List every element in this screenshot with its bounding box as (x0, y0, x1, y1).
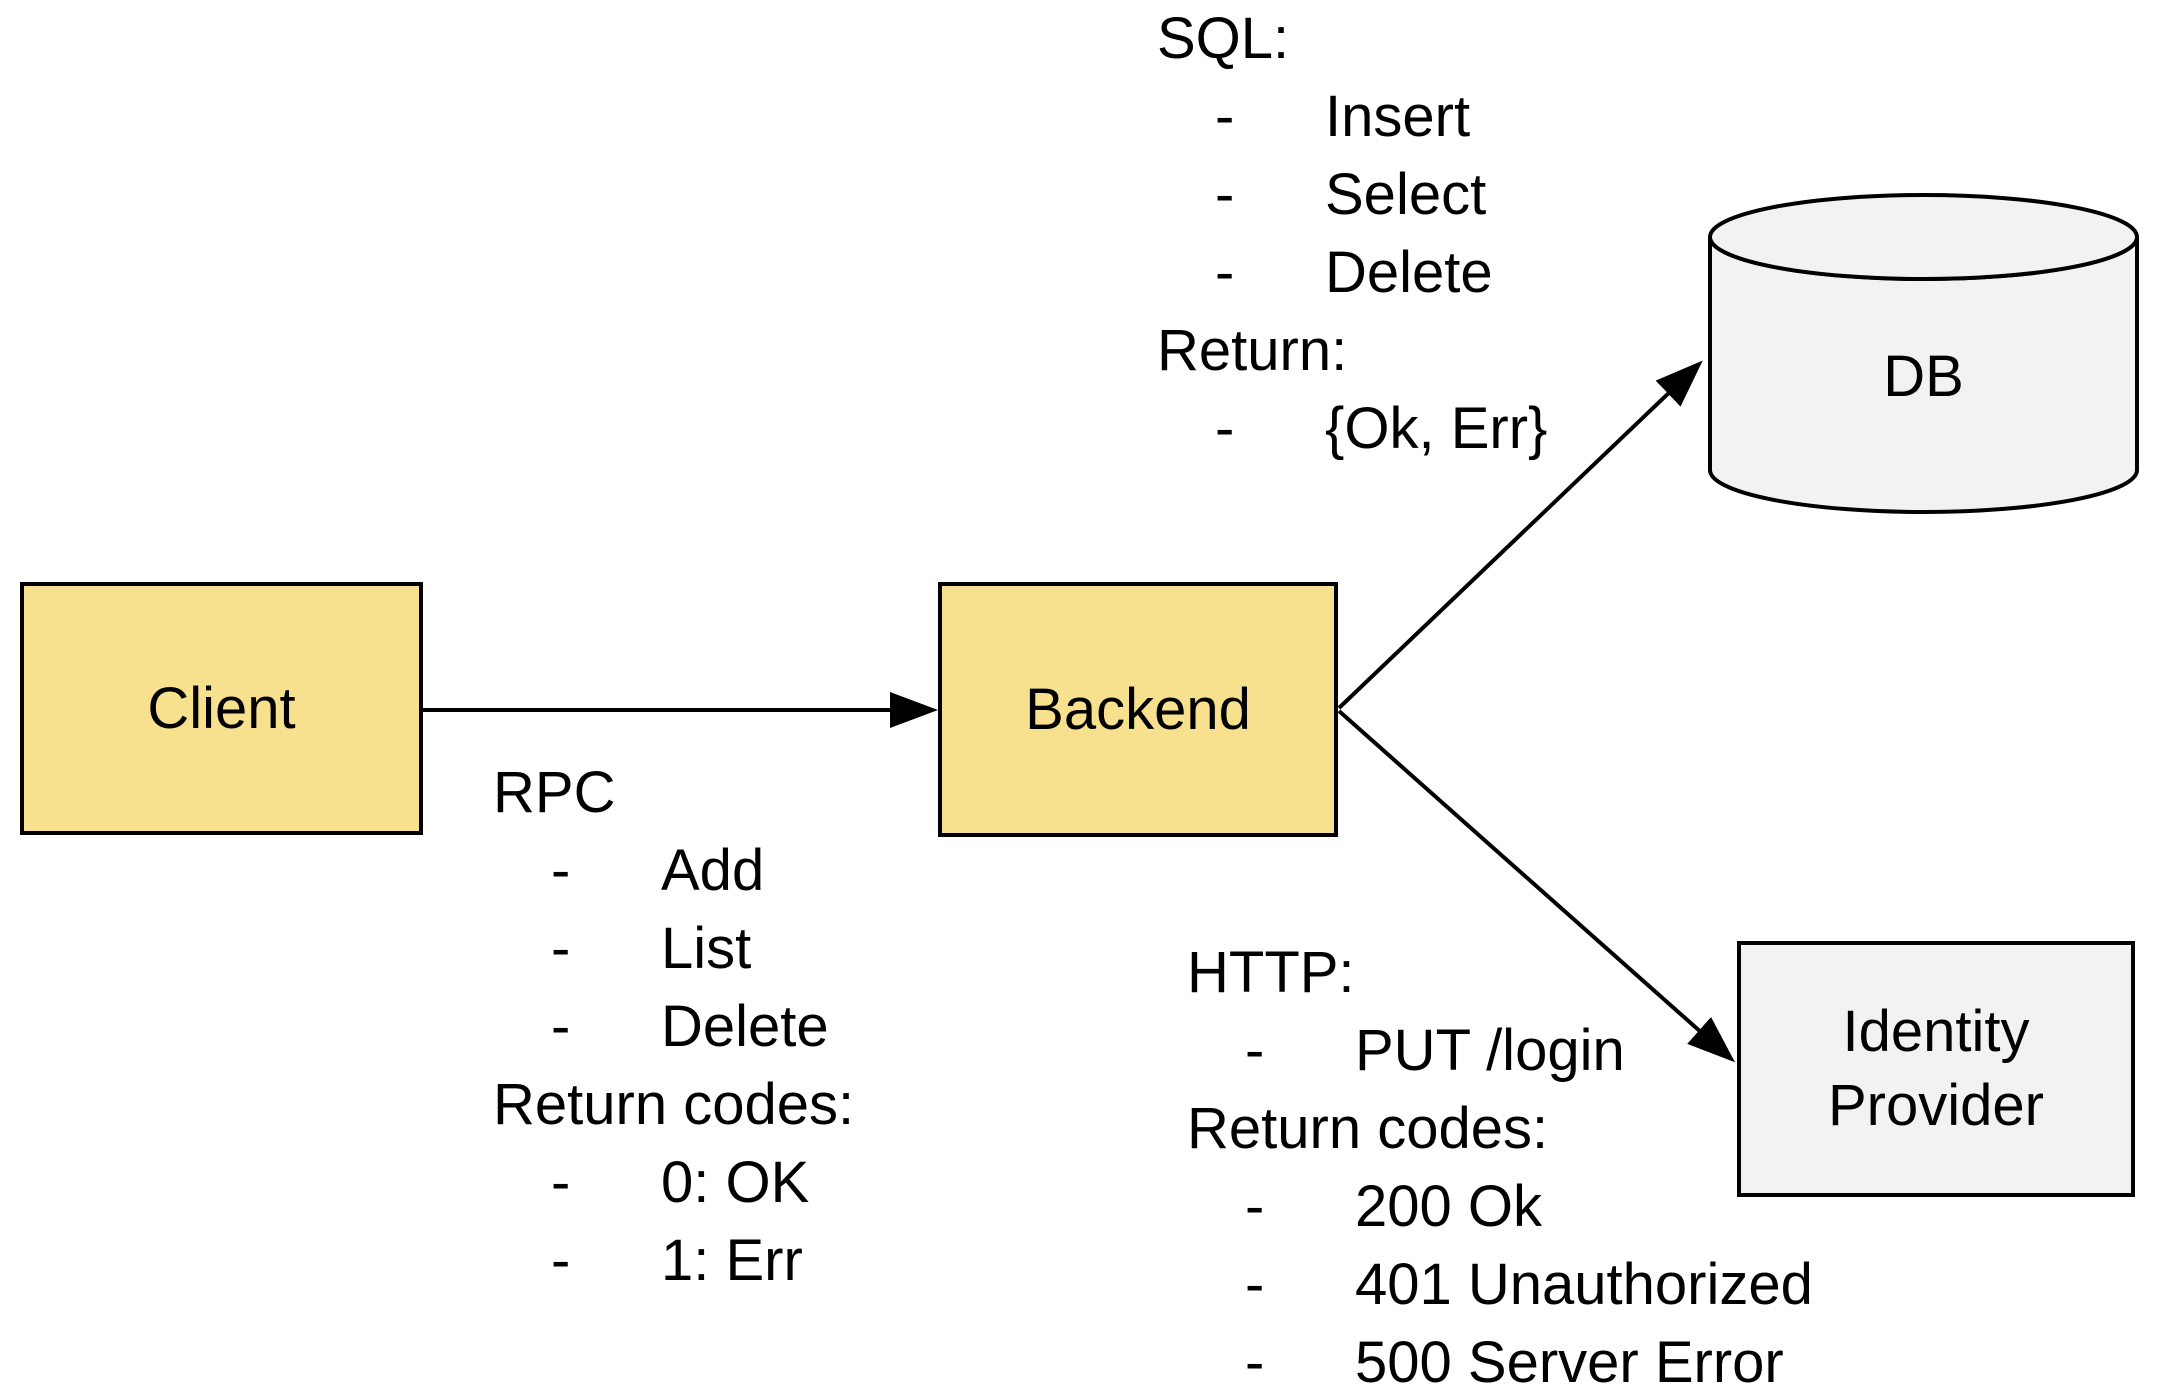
rpc-title: RPC (493, 760, 616, 825)
http-title: HTTP: (1187, 940, 1355, 1005)
http-return-item: - 401 Unauthorized (1187, 1246, 1813, 1324)
db-node-label: DB (1883, 343, 1964, 409)
db-node-label-container: DB (1710, 240, 2137, 512)
bullet-dash: - (1245, 1018, 1265, 1083)
sql-item-text: Delete (1325, 240, 1493, 305)
bullet-dash: - (1245, 1252, 1265, 1317)
rpc-item-text: Add (661, 838, 765, 903)
rpc-return-item: - 1: Err (493, 1222, 854, 1300)
identity-provider-node: Identity Provider (1737, 941, 2135, 1197)
rpc-return-item-text: 1: Err (661, 1228, 803, 1293)
db-cylinder-top (1708, 193, 2139, 281)
db-cylinder (1708, 193, 2139, 514)
sql-item: - Insert (1157, 78, 1547, 156)
http-return-item-text: 200 Ok (1355, 1174, 1542, 1239)
bullet-dash: - (1215, 162, 1235, 227)
client-node: Client (20, 582, 423, 835)
sql-return-title: Return: (1157, 318, 1348, 383)
rpc-item: - Add (493, 832, 854, 910)
arrow-backend-to-db (1337, 360, 1703, 710)
bullet-dash: - (551, 1150, 571, 1215)
bullet-dash: - (551, 916, 571, 981)
rpc-return-item: - 0: OK (493, 1144, 854, 1222)
arrow-backend-to-idp (1337, 709, 1735, 1063)
rpc-item: - List (493, 910, 854, 988)
sql-item-text: Select (1325, 162, 1487, 227)
identity-provider-label-line2: Provider (1828, 1073, 2044, 1138)
rpc-return-title: Return codes: (493, 1072, 855, 1137)
sql-annotation-block: SQL: - Insert - Select - Delete Return: … (1157, 0, 1547, 468)
http-return-item-text: 401 Unauthorized (1355, 1252, 1813, 1317)
rpc-annotation-block: RPC - Add - List - Delete Return codes: … (493, 754, 854, 1300)
bullet-dash: - (551, 838, 571, 903)
backend-node: Backend (938, 582, 1338, 837)
sql-return-item-text: {Ok, Err} (1325, 396, 1548, 461)
sql-title: SQL: (1157, 6, 1290, 71)
bullet-dash: - (551, 1228, 571, 1293)
http-item-text: PUT /login (1355, 1018, 1625, 1083)
http-item: - PUT /login (1187, 1012, 1813, 1090)
bullet-dash: - (551, 994, 571, 1059)
bullet-dash: - (1215, 84, 1235, 149)
http-annotation-block: HTTP: - PUT /login Return codes: - 200 O… (1187, 934, 1813, 1398)
bullet-dash: - (1215, 396, 1235, 461)
rpc-item: - Delete (493, 988, 854, 1066)
rpc-item-text: List (661, 916, 752, 981)
rpc-return-item-text: 0: OK (661, 1150, 810, 1215)
http-return-item-text: 500 Server Error (1355, 1330, 1784, 1395)
rpc-item-text: Delete (661, 994, 829, 1059)
identity-provider-label-line1: Identity (1842, 999, 2030, 1064)
bullet-dash: - (1245, 1330, 1265, 1395)
sql-item: - Delete (1157, 234, 1547, 312)
client-node-label: Client (147, 675, 296, 741)
bullet-dash: - (1245, 1174, 1265, 1239)
http-return-item: - 500 Server Error (1187, 1324, 1813, 1398)
backend-node-label: Backend (1025, 676, 1251, 742)
http-return-item: - 200 Ok (1187, 1168, 1813, 1246)
sql-item-text: Insert (1325, 84, 1471, 149)
bullet-dash: - (1215, 240, 1235, 305)
http-return-title: Return codes: (1187, 1096, 1549, 1161)
sql-item: - Select (1157, 156, 1547, 234)
sql-return-item: - {Ok, Err} (1157, 390, 1547, 468)
